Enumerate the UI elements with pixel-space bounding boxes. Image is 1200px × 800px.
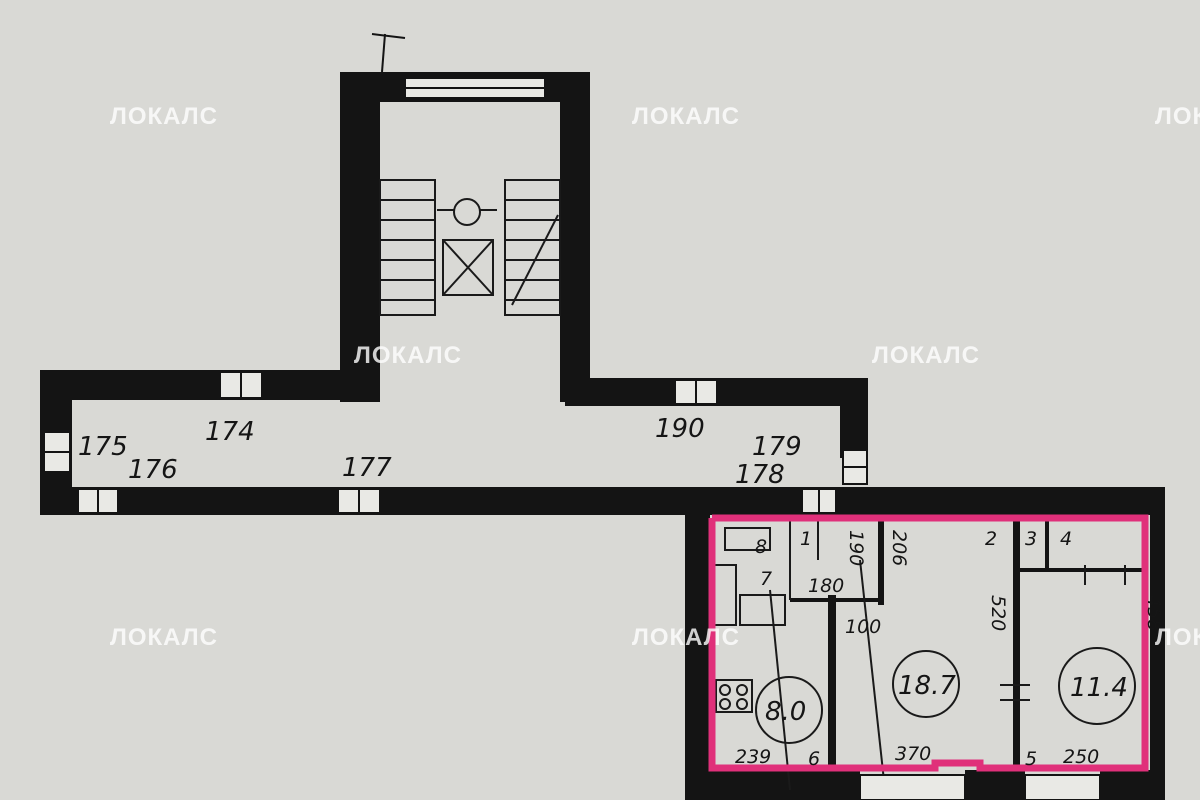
room-number-7: 7	[760, 568, 772, 590]
area-circle	[755, 676, 823, 744]
corridor: 174 175 176 177 178 179 190	[40, 370, 1165, 515]
label-190: 190	[655, 414, 705, 444]
room-number-4: 4	[1060, 528, 1072, 550]
watermark: ЛОКАЛС	[872, 342, 980, 369]
room-area-living: 18.7	[898, 671, 956, 701]
dim-100: 100	[845, 616, 881, 638]
room-area-kitchen: 8.0	[765, 697, 806, 727]
dim-190: 190	[845, 530, 867, 566]
dim-520: 520	[987, 595, 1009, 631]
room-number-2: 2	[985, 528, 997, 550]
staircase	[340, 33, 590, 402]
label-176: 176	[128, 455, 178, 485]
room-number-6: 6	[808, 748, 820, 770]
dim-239: 239	[735, 746, 771, 768]
label-179: 179	[752, 432, 802, 462]
label-177: 177	[342, 453, 392, 483]
window-icon	[859, 774, 966, 800]
elevator-icon	[437, 198, 497, 296]
watermark: ЛОКАЛС	[110, 624, 218, 651]
room-number-1: 1	[800, 528, 812, 550]
room-number-8: 8	[755, 536, 767, 558]
area-circle	[1058, 647, 1136, 725]
watermark: ЛОКАЛС	[110, 103, 218, 130]
room-area-bedroom: 11.4	[1070, 673, 1128, 703]
dim-180: 180	[808, 575, 844, 597]
dim-206: 206	[888, 530, 910, 566]
stove-icon	[715, 679, 753, 713]
stairs-right-icon	[504, 179, 561, 316]
label-175: 175	[78, 432, 128, 462]
room-number-5: 5	[1025, 748, 1037, 770]
label-178: 178	[735, 460, 785, 490]
stairs-left-icon	[379, 179, 436, 316]
area-circle	[892, 650, 960, 718]
dim-250: 250	[1063, 746, 1099, 768]
apartment-outline	[708, 514, 1149, 772]
bath-icon	[713, 564, 737, 626]
dim-458: 458	[1143, 595, 1165, 631]
room-number-3: 3	[1025, 528, 1037, 550]
label-174: 174	[205, 417, 255, 447]
sink-icon	[724, 527, 771, 551]
apartment: 1 2 3 4 5 6 7 8 8.0 18.7 11.4 190 206 18…	[685, 505, 1165, 800]
window-icon	[1024, 774, 1101, 800]
watermark: ЛОКАЛС	[632, 624, 740, 651]
watermark: ЛОКАЛС	[1155, 103, 1200, 130]
dim-370: 370	[895, 743, 931, 765]
watermark: ЛОКАЛС	[632, 103, 740, 130]
watermarks: ЛОКАЛС ЛОКАЛС ЛОКАЛС ЛОКАЛС ЛОКАЛС ЛОКАЛ…	[110, 103, 1200, 651]
watermark: ЛОКАЛС	[354, 342, 462, 369]
watermark: ЛОКАЛС	[1155, 624, 1200, 651]
